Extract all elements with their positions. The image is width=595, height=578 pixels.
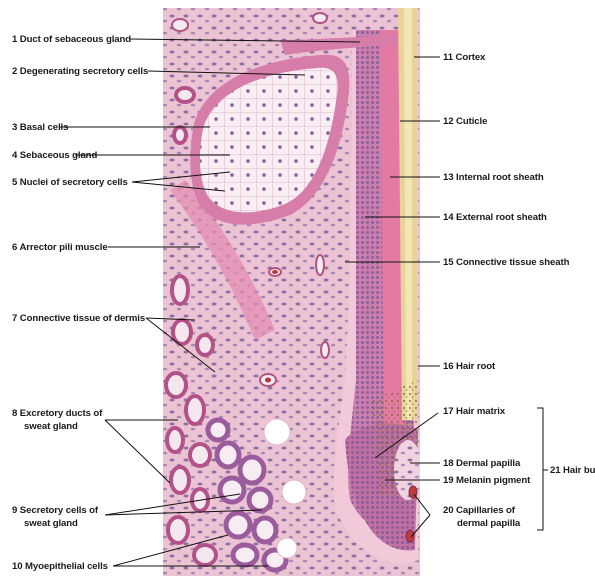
label-connective-tissue-sheath: 15 Connective tissue sheath [443,257,570,268]
label-capillaries-of-dermal-papilla: 20 Capillaries of [443,505,516,516]
label-excretory-ducts-of-sweat-gland: 8 Excretory ducts of [12,408,103,419]
hair-bulb-bracket [537,408,548,530]
label-hair-matrix: 17 Hair matrix [443,406,506,417]
label-nuclei-of-secretory-cells: 5 Nuclei of secretory cells [12,177,128,188]
label-hair-root: 16 Hair root [443,361,496,372]
label-capillaries-of-dermal-papilla-line2: dermal papilla [457,518,521,529]
label-secretory-cells-of-sweat-gland: 9 Secretory cells of [12,505,99,516]
label-cuticle: 12 Cuticle [443,116,487,127]
label-dermal-papilla: 18 Dermal papilla [443,458,521,469]
label-arrector-pili-muscle: 6 Arrector pili muscle [12,242,108,253]
tissue-section [163,8,422,576]
label-degenerating-secretory-cells: 2 Degenerating secretory cells [12,66,148,77]
label-secretory-cells-of-sweat-gland-line2: sweat gland [24,518,78,529]
label-internal-root-sheath: 13 Internal root sheath [443,172,544,183]
label-basal-cells: 3 Basal cells [12,122,68,133]
label-myoepithelial-cells: 10 Myoepithelial cells [12,561,108,572]
label-cortex: 11 Cortex [443,52,486,63]
label-melanin-pigment: 19 Melanin pigment [443,475,531,486]
label-duct-of-sebaceous-gland: 1 Duct of sebaceous gland [12,34,131,45]
label-sebaceous-gland: 4 Sebaceous gland [12,150,97,161]
leader-line-8b [105,420,170,483]
label-external-root-sheath: 14 External root sheath [443,212,547,223]
label-excretory-ducts-of-sweat-gland-line2: sweat gland [24,421,78,432]
label-hair-bulb: 21 Hair bul [550,465,595,476]
label-connective-tissue-of-dermis: 7 Connective tissue of dermis [12,313,145,324]
